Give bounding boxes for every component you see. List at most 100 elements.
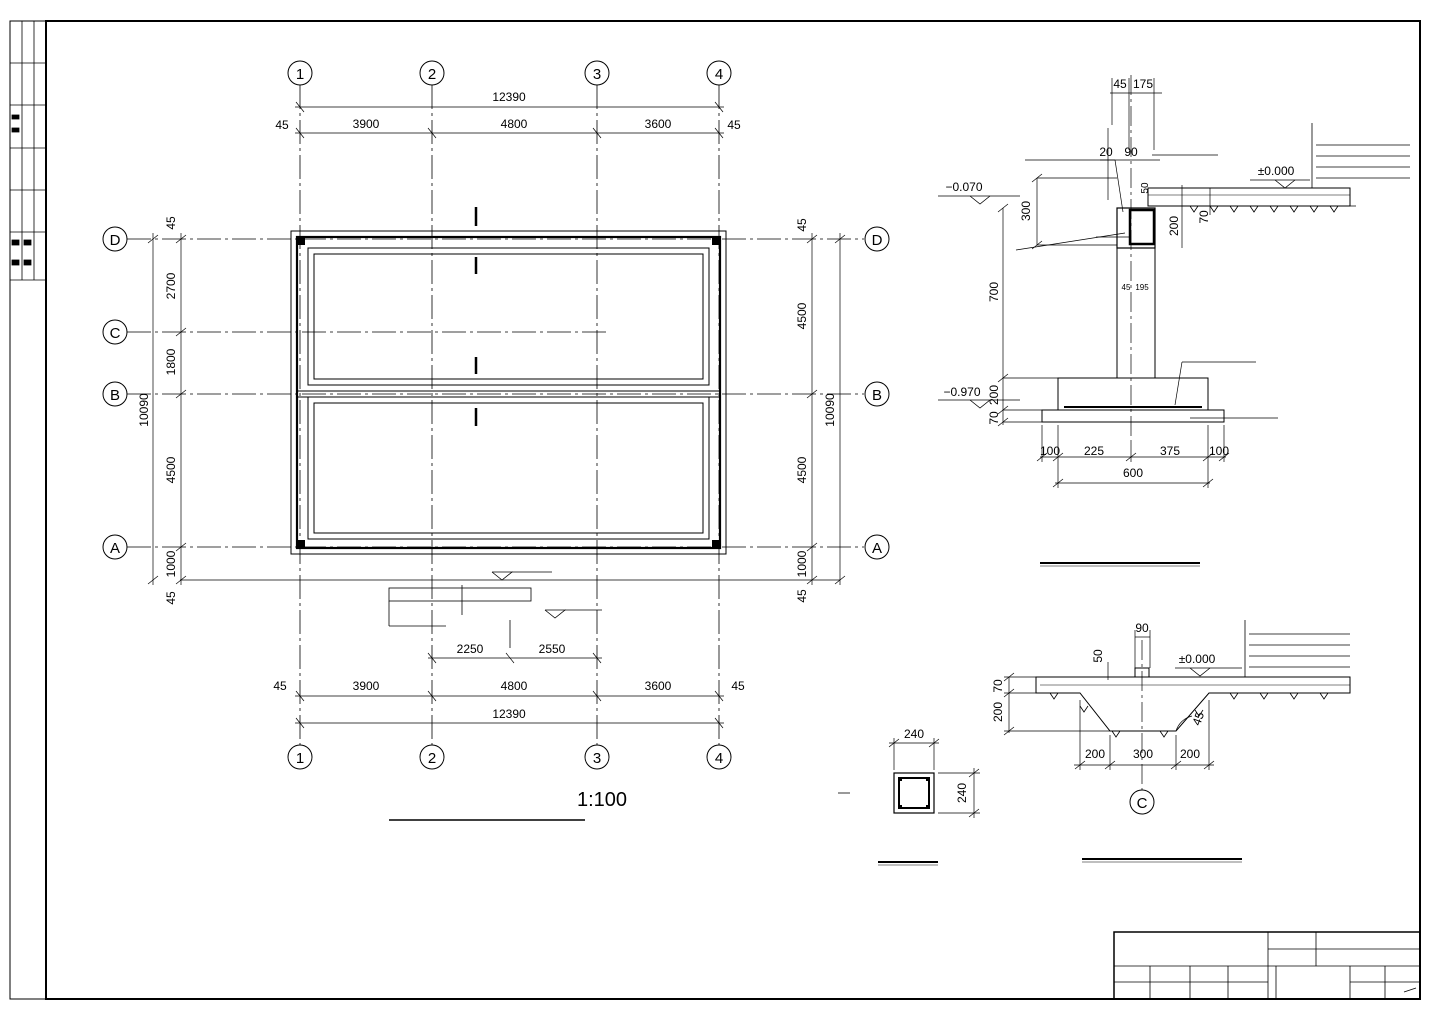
section1-top-dims (1100, 78, 1162, 200)
dim-right-4500-lower: 4500 (795, 456, 809, 483)
section2-dim-70: 70 (991, 679, 1005, 693)
footing-bedding (1041, 409, 1225, 423)
level-minus-0070: −0.070 (945, 180, 982, 194)
axis-label-top-4: 4 (715, 66, 723, 83)
axis-label-top-2: 2 (428, 66, 436, 83)
axis-label-left-b: B (110, 387, 120, 404)
dim-bottom-600: 600 (1123, 466, 1143, 480)
plan-walls (290, 230, 727, 555)
plan-grid-lines (127, 85, 864, 745)
dim-top-total: 12390 (492, 90, 526, 104)
section2-dim-200-right: 200 (1180, 747, 1200, 761)
axis-label-bottom-2: 2 (428, 750, 436, 767)
bottom-dimensions (295, 652, 724, 729)
axis-label-bottom-1: 1 (296, 750, 304, 767)
ring-beam (1116, 207, 1156, 249)
masonry-wall (1116, 247, 1156, 379)
left-dimensions (147, 233, 187, 585)
dim-right-top-edge: 45 (795, 218, 809, 232)
sheet-border (9, 20, 1421, 1000)
wall-footing-section: −0.070 −0.970 ±0.000 300 700 200 70 (938, 75, 1410, 567)
dim-200-footing: 200 (987, 385, 1001, 405)
dim-20: 20 (1099, 145, 1113, 159)
dim-top-left-edge: 45 (275, 118, 289, 132)
dim-right-4500-upper: 4500 (795, 302, 809, 329)
level-zero-right: ±0.000 (1258, 164, 1295, 178)
section2-dims (1003, 630, 1215, 770)
dim-70-slab: 70 (1197, 210, 1211, 224)
section2-dim-300: 300 (1133, 747, 1153, 761)
dim-top-span-3: 3600 (645, 117, 672, 131)
dim-bottom-span-1: 3900 (353, 679, 380, 693)
concrete-footing (1057, 377, 1209, 411)
dim-bottom-375: 375 (1160, 444, 1180, 458)
dim-left-4500: 4500 (164, 456, 178, 483)
dim-bottom-span-3: 3600 (645, 679, 672, 693)
axis-label-right-b: B (872, 387, 882, 404)
dim-bottom-extra-2: 2550 (539, 642, 566, 656)
column-height: 240 (955, 783, 969, 803)
section2-dim-45: 45 (1189, 710, 1207, 728)
dim-right-total: 10090 (823, 393, 837, 427)
section2-axis-label: C (1137, 795, 1148, 812)
axis-label-top-1: 1 (296, 66, 304, 83)
section2-dim-200-left: 200 (1085, 747, 1105, 761)
dim-300: 300 (1019, 201, 1033, 221)
dim-top-span-1: 3900 (353, 117, 380, 131)
steps-lines (1311, 123, 1410, 188)
dim-70-footing: 70 (987, 411, 1001, 425)
dim-right-1000: 1000 (795, 550, 809, 577)
dim-left-total: 10090 (137, 393, 151, 427)
dim-wall-45: 45 (1122, 283, 1131, 292)
section2-steps (1244, 620, 1350, 677)
ground-slab (1147, 187, 1351, 207)
dim-bottom-right-edge: 45 (731, 679, 745, 693)
top-dimensions (295, 101, 724, 139)
dim-bottom-span-2: 4800 (501, 679, 528, 693)
section2-dim-90: 90 (1135, 621, 1149, 635)
dim-left-2700: 2700 (164, 272, 178, 299)
dim-bottom-left-edge: 45 (273, 679, 287, 693)
section2-earth (1049, 692, 1329, 738)
entrance-step (180, 571, 840, 648)
section2-dim-50: 50 (1091, 649, 1105, 663)
dim-50-slab: 50 (1140, 182, 1151, 194)
title-block (1113, 931, 1421, 1000)
axis-bubbles: 1 2 3 4 1 2 3 4 D C B A D B A (102, 60, 890, 770)
dim-left-bottom-edge: 45 (164, 591, 178, 605)
axis-label-bottom-3: 3 (593, 750, 601, 767)
plan-scale: 1:100 (577, 789, 627, 811)
dim-bottom-total: 12390 (492, 707, 526, 721)
dim-right-bottom-edge: 45 (795, 589, 809, 603)
dim-top-175: 175 (1133, 77, 1153, 91)
section1-bottom-dims (1036, 425, 1230, 488)
dim-top-span-2: 4800 (501, 117, 528, 131)
level-minus-0970: −0.970 (943, 385, 980, 399)
dim-200-beam: 200 (1167, 216, 1181, 236)
dim-wall-195: 195 (1135, 283, 1149, 292)
dim-bottom-100-right: 100 (1209, 444, 1229, 458)
dim-bottom-100-left: 100 (1040, 444, 1060, 458)
axis-label-left-d: D (110, 232, 121, 249)
right-dimensions (806, 233, 846, 585)
axis-label-bottom-4: 4 (715, 750, 723, 767)
axis-label-left-c: C (110, 325, 121, 342)
dim-left-1800: 1800 (164, 348, 178, 375)
section1-vertical-dims (997, 173, 1211, 427)
dim-bottom-extra-1: 2250 (457, 642, 484, 656)
earth-marks (1160, 205, 1356, 213)
dim-bottom-225: 225 (1084, 444, 1104, 458)
slab-thickening-section: C ±0.000 (991, 620, 1351, 863)
column-detail: 240 240 (838, 727, 980, 866)
plan-columns (297, 237, 720, 548)
leader-lines (1015, 154, 1278, 419)
axis-label-left-a: A (110, 540, 120, 557)
axis-label-right-a: A (872, 540, 882, 557)
dim-90: 90 (1124, 145, 1138, 159)
section2-level-zero: ±0.000 (1179, 652, 1216, 666)
dim-top-right-edge: 45 (727, 118, 741, 132)
axis-label-right-d: D (872, 232, 883, 249)
axis-label-top-3: 3 (593, 66, 601, 83)
section2-dim-200: 200 (991, 702, 1005, 722)
